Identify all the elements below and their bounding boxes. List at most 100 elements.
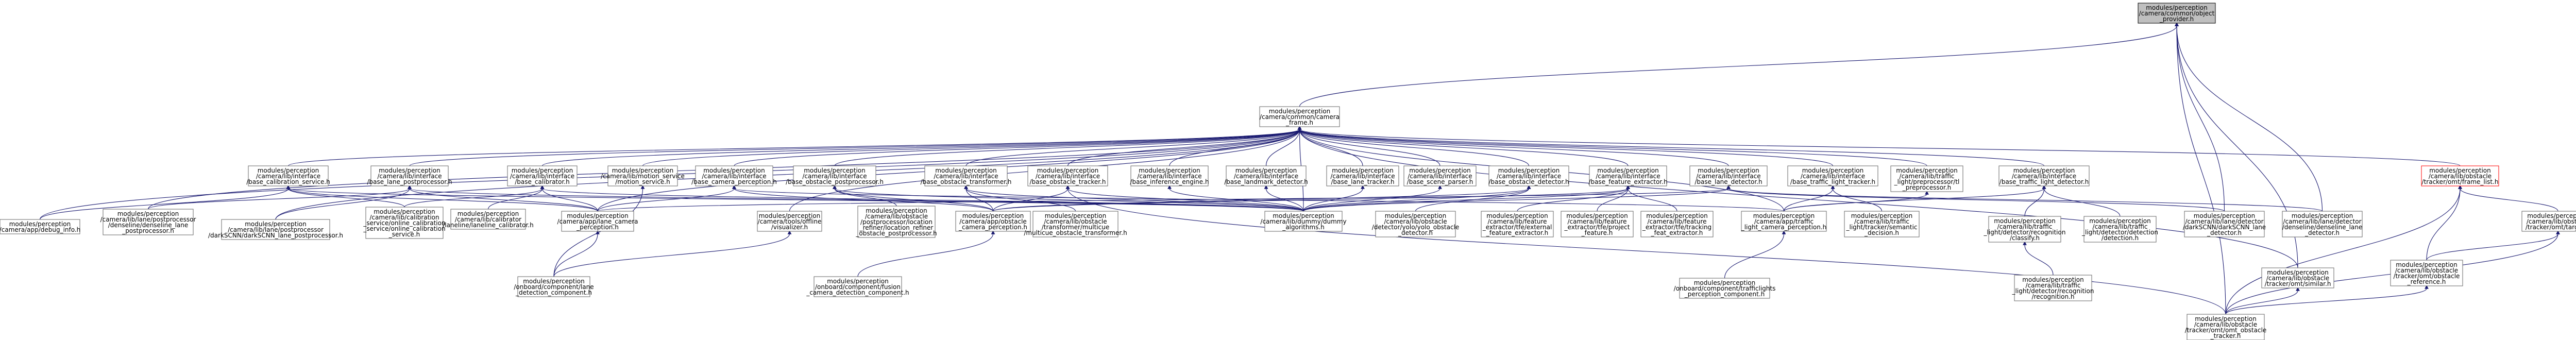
node-label-line: /camera/lib/motion_service — [601, 173, 685, 180]
graph-node[interactable]: modules/perception/camera/lib/lane/postp… — [208, 219, 343, 240]
graph-node[interactable]: modules/perception/camera/lib/obstacle/t… — [2421, 165, 2499, 186]
edge-path — [1065, 185, 2226, 315]
edge-path — [1303, 185, 1442, 212]
graph-node[interactable]: modules/perception/camera/lib/interface/… — [1689, 165, 1768, 186]
dependency-edge — [2225, 185, 2462, 315]
edge-path — [553, 230, 600, 277]
dependency-edge — [275, 185, 412, 220]
graph-node[interactable]: modules/perception/onboard/component/tra… — [1674, 278, 1776, 299]
graph-node[interactable]: modules/perception/camera/lib/interface/… — [367, 165, 452, 186]
graph-node[interactable]: modules/perception/camera/lib/interface/… — [921, 165, 1012, 186]
graph-node[interactable]: modules/perception/camera/app/lane_camer… — [557, 211, 638, 232]
edge-path — [734, 126, 1302, 166]
node-label-line: /camera/lib/obstacle — [2527, 218, 2576, 225]
graph-node[interactable]: modules/perception/camera/lib/obstacle/t… — [2261, 267, 2334, 288]
graph-node[interactable]: modules/perception/camera/lib/interface/… — [246, 165, 330, 186]
graph-node[interactable]: modules/perception/camera/lib/interface/… — [691, 165, 777, 186]
graph-node[interactable]: modules/perception/camera/lib/interface/… — [1403, 165, 1477, 186]
graph-node[interactable]: modules/perception/camera/lib/obstacle/t… — [2390, 260, 2463, 286]
graph-node[interactable]: modules/perception/camera/lib/interface/… — [1224, 165, 1308, 186]
node-label-line: _detector.h — [2207, 229, 2242, 236]
graph-node[interactable]: modules/perception/camera/lib/motion_ser… — [601, 165, 685, 186]
node-box — [365, 207, 444, 239]
graph-node[interactable]: modules/perception/camera/lib/traffic_li… — [1984, 216, 2066, 243]
node-label-line: /camera/common/object — [2139, 10, 2215, 17]
graph-node[interactable]: modules/perception/camera/lib/calibratio… — [363, 207, 446, 239]
graph-node[interactable]: modules/perception/camera/lib/interface/… — [1787, 165, 1878, 186]
graph-node[interactable]: modules/perception/camera/lib/feature_ex… — [1640, 211, 1714, 237]
graph-node[interactable]: modules/perception/camera/lib/lane/detec… — [2183, 211, 2266, 237]
edge-path — [597, 185, 736, 212]
graph-node[interactable]: modules/perception/camera/lib/lane/postp… — [100, 209, 196, 235]
graph-node[interactable]: modules/perception/camera/lib/obstacle/t… — [2521, 211, 2576, 232]
graph-node[interactable]: modules/perception/onboard/component/lan… — [514, 276, 594, 297]
graph-node[interactable]: modules/perception/camera/lib/lane/detec… — [2282, 211, 2363, 237]
node-label-line: /camera/lib/traffic — [1854, 218, 1909, 225]
edge-path — [833, 185, 897, 207]
edge-path — [487, 185, 545, 210]
dependency-edge — [1726, 185, 2225, 212]
node-label-line: modules/perception — [2013, 167, 2075, 174]
graph-node[interactable]: modules/perception/camera/lib/traffic_li… — [1844, 211, 1920, 237]
graph-node[interactable]: modules/perception/camera/app/traffic_li… — [1741, 211, 1827, 232]
graph-node[interactable]: modules/perception/camera/tools/offline/… — [757, 211, 822, 232]
node-box — [0, 219, 80, 234]
dependency-edge — [1297, 126, 1530, 166]
graph-node[interactable]: modules/perception/camera/common/camera_… — [1259, 106, 1340, 127]
dependency-edge — [287, 126, 1302, 166]
graph-node[interactable]: modules/perception/camera/app/debug_info… — [0, 219, 80, 234]
graph-node[interactable]: modules/perception/camera/lib/feature_ex… — [1481, 211, 1554, 237]
dependency-edge — [1299, 22, 2179, 107]
node-label-line: /camera/lib/interface — [2012, 173, 2076, 180]
node-label-line: _feature_extractor.h — [1486, 229, 1549, 236]
graph-node[interactable]: modules/perception/camera/lib/dummy/dumm… — [1260, 211, 1347, 232]
dependency-edge — [1517, 185, 1630, 212]
node-label-line: /camera/lib/feature — [1487, 218, 1547, 225]
node-box — [1679, 278, 1770, 299]
graph-node[interactable]: modules/perception/camera/lib/interface/… — [1027, 165, 1108, 186]
node-label-line: _obstacle_postprocessor.h — [855, 230, 937, 237]
node-label-line: /base_lane_detector.h — [1694, 178, 1762, 185]
graph-node[interactable]: modules/perception/camera/app/obstacle_c… — [955, 211, 1031, 232]
graph-node[interactable]: modules/perception/onboard/component/fus… — [806, 276, 909, 297]
graph-node[interactable]: modules/perception/camera/lib/interface/… — [1130, 165, 1209, 186]
graph-node[interactable]: modules/perception/camera/lib/obstacle/t… — [2185, 314, 2267, 340]
edge-path — [833, 185, 1304, 212]
node-label-line: /camera/lib/interface — [256, 173, 320, 180]
graph-node[interactable]: modules/perception/camera/lib/traffic_li… — [1890, 165, 1963, 192]
edge-path — [540, 185, 1304, 212]
edge-path — [553, 185, 645, 277]
graph-node[interactable]: modules/perception/camera/lib/feature_ex… — [1561, 211, 1634, 237]
graph-node[interactable]: modules/perception/camera/lib/obstacle/t… — [1024, 211, 1127, 237]
graph-node[interactable]: modules/perception/camera/lib/calibrator… — [443, 209, 534, 230]
node-box — [1741, 211, 1827, 232]
node-label-line: modules/perception — [1851, 212, 1913, 219]
node-label-line: _feature.h — [1581, 229, 1613, 236]
node-box — [1326, 165, 1399, 186]
graph-node[interactable]: modules/perception/camera/lib/obstacle/d… — [1372, 211, 1460, 237]
node-label-line: modules/perception — [1269, 108, 1331, 115]
node-label-line: _feat_extractor.h — [1651, 229, 1703, 236]
node-label-line: /camera/lib/calibration — [369, 214, 439, 221]
graph-node[interactable]: modules/perception/camera/lib/interface/… — [1998, 165, 2090, 186]
graph-node[interactable]: modules/perception/camera/common/object_… — [2138, 3, 2216, 24]
graph-node[interactable]: modules/perception/camera/lib/obstacle/p… — [855, 206, 937, 238]
edge-path — [1726, 185, 2323, 212]
node-label-line: /denseline/denseline_lane — [2282, 224, 2363, 231]
graph-node[interactable]: modules/perception/camera/lib/traffic_li… — [2012, 275, 2094, 301]
graph-node[interactable]: modules/perception/camera/lib/interface/… — [1488, 165, 1569, 186]
graph-node[interactable]: modules/perception/camera/lib/interface/… — [507, 165, 578, 186]
node-label-line: _perception.h — [576, 224, 619, 231]
node-label-line: _light/preprocessor/tl — [1894, 178, 1960, 185]
node-box — [2282, 211, 2363, 237]
graph-node[interactable]: modules/perception/camera/lib/interface/… — [786, 165, 884, 186]
graph-node[interactable]: modules/perception/camera/lib/interface/… — [1326, 165, 1399, 186]
edge-path — [2023, 241, 2054, 276]
graph-node[interactable]: modules/perception/camera/lib/traffic_li… — [2081, 216, 2158, 243]
node-label-line: modules/perception — [258, 167, 319, 174]
graph-node[interactable]: modules/perception/camera/lib/interface/… — [1588, 165, 1668, 186]
node-box — [1027, 165, 1108, 186]
node-label-line: /recognition.h — [2032, 293, 2075, 300]
node-label-line: modules/perception — [2527, 212, 2576, 219]
edge-path — [2042, 185, 2121, 217]
